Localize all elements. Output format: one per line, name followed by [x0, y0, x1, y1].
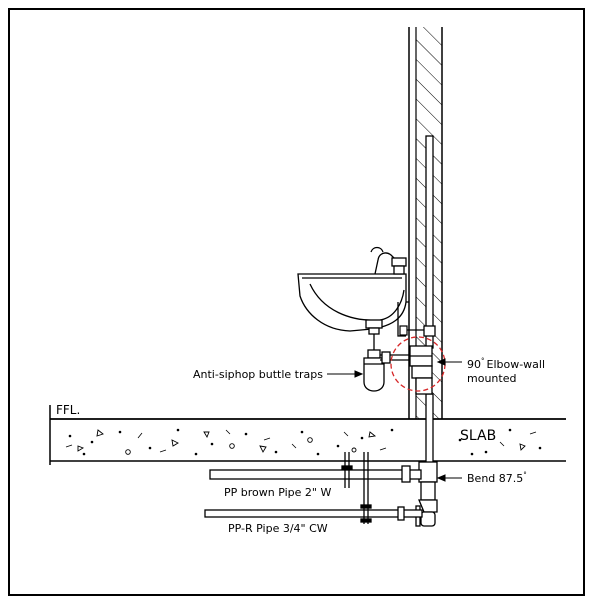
slab-aggregate [65, 428, 542, 456]
slab-stones [77, 429, 526, 455]
slab-label: SLAB [460, 428, 496, 444]
elbow-label-line1: 90°Elbow-wall [467, 357, 545, 371]
faucet [370, 246, 407, 275]
slab [50, 418, 566, 462]
ppr-pipe [204, 506, 423, 521]
anti-siphon-trap-label: Anti-siphop buttle traps [193, 368, 323, 381]
pp-brown-pipe-label: PP brown Pipe 2" W [224, 486, 331, 499]
basin-bracket [397, 301, 409, 337]
elbow-label-line2: mounted [467, 372, 516, 385]
elbow-assembly [409, 345, 433, 395]
ppr-pipe-label: PP-R Pipe 3/4" CW [228, 522, 328, 535]
bend-label: Bend 87.5° [467, 471, 527, 485]
drawing-frame [8, 8, 585, 596]
leader-lines [327, 358, 462, 482]
pp-brown-pipe [209, 465, 422, 483]
ffl-label: FFL. [56, 403, 80, 417]
wash-basin [297, 273, 407, 335]
cw-supply-branch [399, 325, 426, 336]
bottle-trap [363, 334, 412, 392]
pipe-hangers [341, 452, 372, 524]
